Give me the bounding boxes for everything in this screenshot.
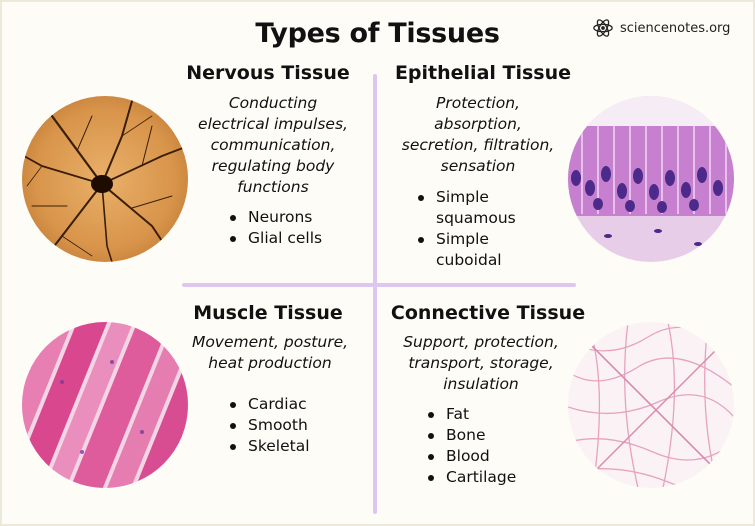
desc-line: Protection,	[436, 94, 520, 112]
connective-micrograph	[568, 322, 734, 488]
neuron-micrograph	[22, 96, 188, 262]
muscle-image	[22, 322, 188, 488]
nervous-list: Neurons Glial cells	[228, 207, 368, 249]
list-item: Skeletal	[228, 436, 368, 457]
muscle-heading: Muscle Tissue	[193, 302, 343, 324]
logo: sciencenotes.org	[592, 17, 730, 39]
muscle-description: Movement, posture, heat production	[175, 332, 365, 374]
connective-list: Fat Bone Blood Cartilage	[426, 404, 566, 488]
nervous-heading: Nervous Tissue	[186, 62, 350, 84]
list-item: Fat	[426, 404, 566, 425]
horizontal-divider	[182, 283, 576, 287]
connective-description: Support, protection, transport, storage,…	[386, 332, 576, 395]
desc-line: absorption,	[434, 115, 522, 133]
atom-icon	[593, 19, 613, 37]
desc-line: secretion, filtration,	[401, 136, 555, 154]
logo-text: sciencenotes.org	[620, 20, 731, 36]
epithelial-image	[568, 96, 734, 262]
list-item: Cartilage	[426, 467, 566, 488]
desc-line: Support, protection,	[403, 333, 559, 351]
list-item: Simple squamous	[416, 187, 556, 229]
desc-line: insulation	[443, 375, 519, 393]
vertical-divider	[373, 74, 377, 514]
muscle-micrograph	[22, 322, 188, 488]
desc-line: functions	[237, 178, 309, 196]
epithelium-micrograph	[568, 96, 734, 262]
list-item: Smooth	[228, 415, 368, 436]
desc-line: heat production	[208, 354, 332, 372]
desc-line: regulating body	[211, 157, 335, 175]
desc-line: Movement, posture,	[191, 333, 349, 351]
muscle-list: Cardiac Smooth Skeletal	[228, 394, 368, 457]
desc-line: electrical impulses,	[198, 115, 348, 133]
list-item: Cardiac	[228, 394, 368, 415]
epithelial-description: Protection, absorption, secretion, filtr…	[388, 93, 568, 177]
list-item: Glial cells	[228, 228, 368, 249]
desc-line: communication,	[210, 136, 336, 154]
connective-image	[568, 322, 734, 488]
desc-line: transport, storage,	[408, 354, 554, 372]
list-item: Blood	[426, 446, 566, 467]
nervous-description: Conducting electrical impulses, communic…	[178, 93, 368, 198]
list-item: Bone	[426, 425, 566, 446]
desc-line: sensation	[440, 157, 516, 175]
connective-heading: Connective Tissue	[390, 302, 586, 324]
page-title: Types of Tissues	[255, 18, 500, 49]
epithelial-heading: Epithelial Tissue	[394, 62, 572, 84]
list-item: Simple cuboidal	[416, 229, 556, 271]
list-item: Neurons	[228, 207, 368, 228]
nervous-image	[22, 96, 188, 262]
desc-line: Conducting	[228, 94, 318, 112]
epithelial-list: Simple squamous Simple cuboidal	[416, 187, 556, 271]
